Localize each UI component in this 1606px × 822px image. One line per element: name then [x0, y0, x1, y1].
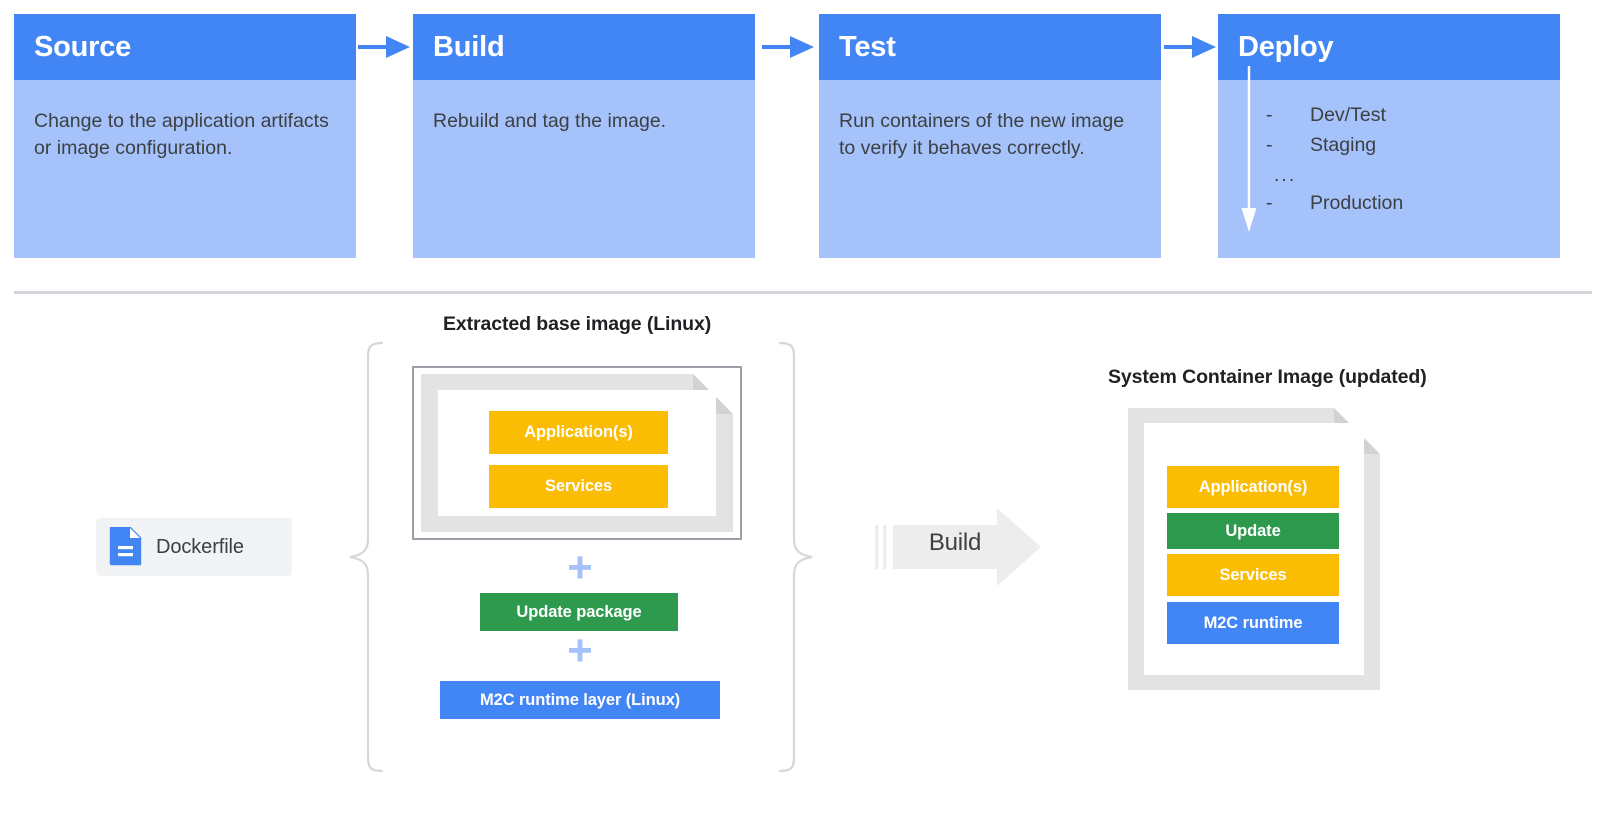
- deploy-list-ellipsis: ...: [1274, 164, 1296, 187]
- deploy-item-label: Staging: [1310, 134, 1377, 156]
- layer-label: Application(s): [524, 423, 633, 441]
- layer-label: Update: [1225, 521, 1281, 540]
- stage-card-test: Test Run containers of the new image to …: [819, 14, 1161, 258]
- system-container-document-icon: [1128, 408, 1380, 690]
- deploy-environment-list: - Dev/Test - Staging ... - Production: [1218, 66, 1560, 258]
- deploy-list-item: - Staging: [1266, 134, 1376, 157]
- stage-title-build: Build: [413, 14, 755, 80]
- deploy-item-dash: -: [1266, 104, 1273, 126]
- deploy-item-label: ...: [1274, 164, 1297, 186]
- dockerfile-chip: Dockerfile: [96, 518, 292, 576]
- arrow-right-icon: [1164, 36, 1216, 58]
- base-layer-services: Services: [489, 465, 668, 508]
- layer-label: M2C runtime: [1203, 613, 1303, 632]
- stage-body-build: Rebuild and tag the image.: [413, 80, 755, 258]
- update-package-layer: Update package: [480, 593, 678, 631]
- document-icon: [109, 527, 142, 566]
- layer-label: Application(s): [1198, 477, 1308, 496]
- result-layer-services: Services: [1167, 554, 1339, 596]
- stage-body-source: Change to the application artifacts or i…: [14, 80, 356, 258]
- stage-card-source: Source Change to the application artifac…: [14, 14, 356, 258]
- layer-label: Update package: [516, 602, 642, 621]
- deploy-item-dash: -: [1266, 134, 1273, 156]
- plus-sign-icon: +: [567, 543, 593, 592]
- arrow-right-block-icon: [875, 508, 1041, 586]
- deploy-list-item: - Production: [1266, 192, 1403, 215]
- extracted-base-image-label: Extracted base image (Linux): [443, 313, 712, 335]
- arrow-down-icon: [1241, 66, 1257, 232]
- result-layer-update: Update: [1167, 513, 1339, 549]
- layer-label: M2C runtime layer (Linux): [479, 690, 681, 709]
- stage-body-test: Run containers of the new image to verif…: [819, 80, 1161, 258]
- layer-label: Services: [1219, 565, 1287, 584]
- arrow-right-icon: [762, 36, 814, 58]
- deploy-item-label: Dev/Test: [1310, 104, 1386, 126]
- deploy-item-dash: -: [1266, 192, 1273, 214]
- section-divider: [14, 291, 1592, 294]
- result-layer-applications: Application(s): [1167, 466, 1339, 508]
- stage-card-deploy: Deploy - Dev/Test - Staging ... - Produc…: [1218, 14, 1560, 258]
- result-layer-m2c-runtime: M2C runtime: [1167, 602, 1339, 644]
- stage-title-source: Source: [14, 14, 356, 80]
- system-container-image-label: System Container Image (updated): [1108, 366, 1427, 388]
- stage-title-deploy: Deploy: [1218, 14, 1560, 80]
- build-action-label: Build: [928, 529, 982, 556]
- base-layer-applications: Application(s): [489, 411, 668, 454]
- deploy-item-label: Production: [1310, 192, 1404, 214]
- arrow-right-icon: [358, 36, 410, 58]
- plus-sign-icon: +: [567, 626, 593, 675]
- right-curly-brace: [778, 341, 813, 773]
- stage-card-build: Build Rebuild and tag the image.: [413, 14, 755, 258]
- deploy-list-item: - Dev/Test: [1266, 104, 1386, 127]
- left-curly-brace: [349, 341, 384, 773]
- stage-title-test: Test: [819, 14, 1161, 80]
- m2c-runtime-layer: M2C runtime layer (Linux): [440, 681, 720, 719]
- layer-label: Services: [544, 477, 613, 495]
- dockerfile-label: Dockerfile: [156, 535, 244, 558]
